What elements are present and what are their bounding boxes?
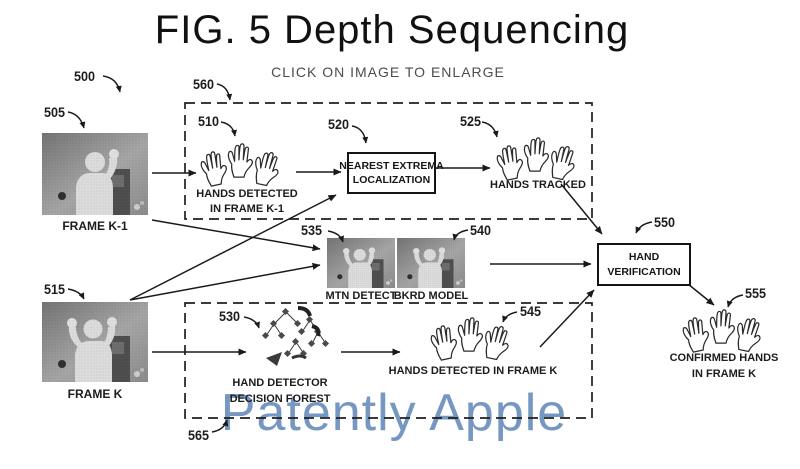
ref-label-560: 560 (193, 76, 214, 92)
hands-detected-k-label: HANDS DETECTED IN FRAME K (389, 365, 558, 377)
hands-detected-k-icon (429, 318, 512, 361)
arrow-handsk-to-verification (540, 290, 594, 347)
ref-label-555: 555 (745, 285, 766, 301)
hands-detected-k1-icon (199, 144, 282, 187)
ref-arrow-530 (244, 317, 259, 328)
confirmed-hands-icon (681, 310, 764, 353)
ref-label-500: 500 (74, 68, 95, 84)
arrow-framek-to-mtn (130, 265, 320, 300)
ref-arrow-525 (482, 122, 497, 137)
ref-arrow-510 (221, 122, 235, 136)
ref-arrow-565 (212, 420, 227, 432)
ref-arrow-505 (68, 112, 84, 128)
ref-arrow-500 (103, 76, 120, 92)
ref-arrow-520 (352, 126, 366, 143)
nearest-extrema-label-line2: LOCALIZATION (353, 173, 430, 187)
ref-label-545: 545 (520, 303, 541, 319)
ref-arrow-515 (68, 289, 84, 299)
figure-title: FIG. 5 Depth Sequencing (155, 8, 629, 53)
ref-arrow-550 (636, 222, 652, 233)
hands-tracked-icon (495, 138, 578, 181)
hand-detector-label-line1: HAND DETECTOR (232, 377, 327, 389)
arrow-tracked-to-verification (561, 184, 602, 234)
ref-label-505: 505 (44, 104, 65, 120)
ref-label-510: 510 (198, 113, 219, 129)
confirmed-hands-label-line2: IN FRAME K (692, 368, 756, 380)
frame-k-label: FRAME K (68, 387, 123, 401)
decision-forest-icon (262, 308, 329, 366)
frame-k1-label: FRAME K-1 (62, 219, 127, 233)
confirmed-hands-label-line1: CONFIRMED HANDS (670, 352, 779, 364)
ref-label-520: 520 (328, 116, 349, 132)
hand-verification-label-line1: HAND (629, 250, 659, 264)
ref-label-565: 565 (188, 427, 209, 443)
hand-verification-label-line2: VERIFICATION (607, 265, 680, 279)
ref-label-530: 530 (219, 308, 240, 324)
ref-label-540: 540 (470, 222, 491, 238)
ref-arrow-555 (728, 295, 743, 307)
ref-label-535: 535 (301, 222, 322, 238)
hands-tracked-label: HANDS TRACKED (490, 179, 586, 191)
hand-detector-label-line2: DECISION FOREST (230, 393, 331, 405)
frame-k1-depth-image (42, 133, 148, 215)
ref-label-525: 525 (460, 113, 481, 129)
frame-k-depth-image (42, 302, 148, 382)
hand-verification-box: HAND VERIFICATION (597, 243, 691, 286)
bkrd-model-image (397, 238, 465, 288)
ref-label-550: 550 (654, 214, 675, 230)
arrow-verification-to-confirmed (688, 284, 714, 305)
nearest-extrema-localization-box: NEAREST EXTREMA LOCALIZATION (347, 152, 436, 194)
hands-detected-k1-label-line1: HANDS DETECTED (196, 188, 297, 200)
ref-arrow-560 (217, 84, 230, 100)
mtn-detect-image (327, 238, 395, 288)
hands-detected-k1-label-line2: IN FRAME K-1 (210, 203, 284, 215)
ref-arrow-545 (503, 312, 517, 322)
ref-label-515: 515 (44, 281, 65, 297)
mtn-detect-label: MTN DETECT (326, 290, 397, 302)
enlarge-caption: CLICK ON IMAGE TO ENLARGE (271, 64, 505, 80)
bkrd-model-label: BKRD MODEL (394, 290, 469, 302)
nearest-extrema-label-line1: NEAREST EXTREMA (339, 159, 443, 173)
arrow-framek1-to-mtn (152, 220, 320, 249)
